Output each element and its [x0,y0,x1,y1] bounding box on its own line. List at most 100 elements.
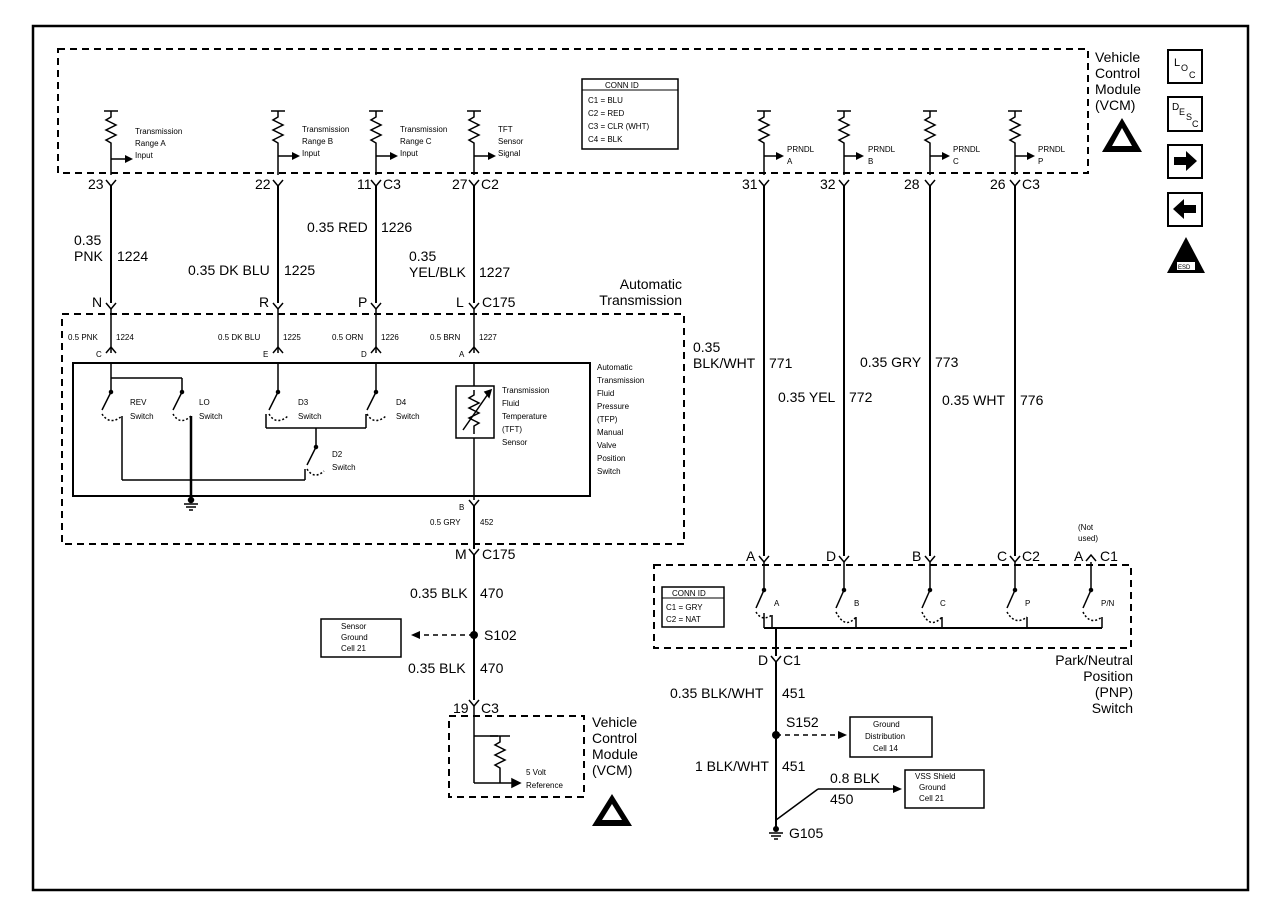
svg-text:S: S [1186,112,1192,122]
svg-text:E: E [1179,107,1185,117]
svg-text:1226: 1226 [381,333,399,342]
svg-text:Pressure: Pressure [597,402,630,411]
svg-text:B: B [868,157,873,166]
svg-text:1224: 1224 [117,248,148,264]
svg-text:P: P [358,294,367,310]
svg-text:27: 27 [452,176,468,192]
svg-text:0.5 BRN: 0.5 BRN [430,333,460,342]
pnp-top-pins: A D B C C2 (Not used) A C1 [746,523,1118,564]
svg-text:0.35 BLK/WHT: 0.35 BLK/WHT [670,685,764,701]
svg-text:Transmission: Transmission [599,292,682,308]
svg-text:E: E [263,350,268,359]
svg-text:C2 = NAT: C2 = NAT [666,615,701,624]
svg-text:G105: G105 [789,825,823,841]
svg-text:1225: 1225 [283,333,301,342]
svg-text:Switch: Switch [298,412,322,421]
vss-shield-ref: VSS Shield Ground Cell 21 [904,769,985,809]
svg-text:0.35 YEL: 0.35 YEL [778,389,836,405]
svg-text:A: A [787,157,793,166]
svg-text:C2 = RED: C2 = RED [588,109,624,118]
esd-warning-icon-side[interactable]: ESD [1167,237,1205,273]
svg-text:0.8 BLK: 0.8 BLK [830,770,880,786]
auto-trans-bottom: B 0.5 GRY 452 M C175 [430,499,516,700]
svg-text:0.35: 0.35 [74,232,101,248]
vcm-prndl-a: PRNDL A [757,110,815,175]
wires-left [110,186,475,303]
svg-text:P/N: P/N [1101,599,1115,608]
svg-text:Module: Module [1095,81,1141,97]
vcm-top-pin-labels: 23 22 11 C3 27 C2 31 32 28 26 C3 [88,176,1040,192]
svg-text:PRNDL: PRNDL [953,145,981,154]
svg-text:Switch: Switch [199,412,223,421]
description-icon[interactable]: D E S C [1167,96,1203,132]
svg-text:Transmission: Transmission [135,127,182,136]
svg-text:31: 31 [742,176,758,192]
svg-text:(TFT): (TFT) [502,425,522,434]
svg-text:C: C [940,599,946,608]
pnp-bottom-conn: D C1 [758,652,801,668]
wires-right [763,186,1016,556]
ground-dist-ref: Ground Distribution Cell 14 [849,716,933,758]
svg-text:Transmission: Transmission [597,376,644,385]
auto-trans-inner-labels: 0.5 PNK 1224 0.5 DK BLU 1225 0.5 ORN 122… [68,333,497,359]
svg-text:Park/Neutral: Park/Neutral [1055,652,1133,668]
svg-text:Switch: Switch [332,463,356,472]
svg-text:1224: 1224 [116,333,134,342]
arrow-right-icon[interactable] [1167,144,1203,179]
svg-text:771: 771 [769,355,793,371]
svg-text:Ground: Ground [341,633,368,642]
svg-text:C: C [1192,119,1199,129]
svg-text:Vehicle: Vehicle [1095,49,1140,65]
svg-text:C3: C3 [481,700,499,716]
vcm-input-a: Transmission Range A Input [104,110,182,175]
svg-text:22: 22 [255,176,271,192]
svg-text:(VCM): (VCM) [1095,97,1135,113]
svg-text:451: 451 [782,758,806,774]
svg-text:(Not: (Not [1078,523,1094,532]
svg-text:32: 32 [820,176,836,192]
svg-text:23: 23 [88,176,104,192]
svg-text:C175: C175 [482,546,516,562]
svg-text:L: L [1174,57,1180,69]
svg-text:L: L [456,294,464,310]
svg-text:C1 = GRY: C1 = GRY [666,603,703,612]
svg-text:CONN ID: CONN ID [672,589,706,598]
svg-text:11: 11 [357,176,372,192]
vcm-prndl-b: PRNDL B [837,110,896,175]
svg-text:LO: LO [199,398,210,407]
svg-text:Switch: Switch [1092,700,1133,716]
svg-text:0.35: 0.35 [693,339,720,355]
arrow-left-icon[interactable] [1167,192,1203,227]
svg-text:C: C [1189,70,1196,80]
svg-text:0.35 RED: 0.35 RED [307,219,368,235]
svg-text:C1: C1 [1100,548,1118,564]
svg-text:Transmission: Transmission [400,125,447,134]
svg-text:A: A [774,599,780,608]
svg-text:B: B [459,503,464,512]
svg-text:S152: S152 [786,714,819,730]
svg-text:N: N [92,294,102,310]
svg-text:C4 = BLK: C4 = BLK [588,135,623,144]
svg-text:Position: Position [597,454,625,463]
vcm-bottom-labels: 5 Volt Reference Vehicle Control Module … [526,714,638,790]
svg-text:Control: Control [592,730,637,746]
svg-text:Reference: Reference [526,781,563,790]
esd-warning-icon [1102,118,1142,152]
svg-text:Fluid: Fluid [597,389,614,398]
svg-text:ESD: ESD [1178,265,1191,271]
svg-text:PRNDL: PRNDL [787,145,815,154]
svg-text:REV: REV [130,398,147,407]
svg-text:451: 451 [782,685,806,701]
svg-text:D2: D2 [332,450,343,459]
svg-text:used): used) [1078,534,1098,543]
svg-text:Switch: Switch [396,412,420,421]
svg-text:0.35 WHT: 0.35 WHT [942,392,1005,408]
auto-trans-title: Automatic Transmission [599,276,682,308]
svg-text:C: C [953,157,959,166]
svg-text:S102: S102 [484,627,517,643]
svg-text:Manual: Manual [597,428,623,437]
svg-text:470: 470 [480,660,504,676]
svg-text:Temperature: Temperature [502,412,547,421]
component-locator-icon[interactable]: L O C [1167,49,1203,84]
svg-text:A: A [1074,548,1084,564]
